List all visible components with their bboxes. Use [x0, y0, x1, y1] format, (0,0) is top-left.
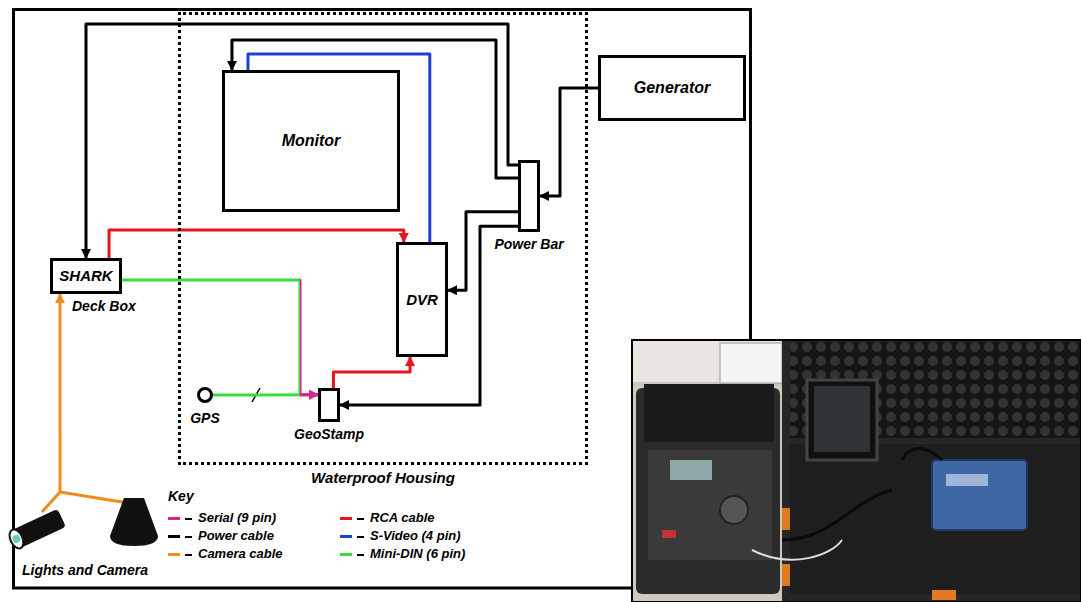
- legend-item: Camera cable: [168, 546, 283, 563]
- part-label: GeoStamp: [294, 426, 364, 442]
- legend-heading: Key: [168, 488, 194, 504]
- legend-item: RCA cable: [340, 510, 435, 527]
- legend-text: Serial (9 pin): [198, 511, 276, 526]
- part-label: Power Bar: [494, 236, 563, 252]
- housing-label: Waterproof Housing: [311, 469, 455, 486]
- light-symbol: [7, 509, 66, 551]
- legend-text: S-Video (4 pin): [370, 529, 461, 544]
- part-label: Deck Box: [72, 298, 136, 314]
- box-label: Generator: [634, 79, 710, 97]
- mini-din-cable: [122, 280, 318, 395]
- box-label: DVR: [406, 291, 438, 308]
- legend-item: S-Video (4 pin): [340, 528, 461, 545]
- legend-swatch: [168, 553, 180, 556]
- equipment-photo: [632, 340, 1081, 602]
- power-cable: [340, 226, 518, 405]
- mini-din-cable: [213, 393, 318, 396]
- monitor-box: Monitor: [222, 70, 400, 212]
- gps-circle: [199, 389, 212, 402]
- photo-cable: [752, 540, 842, 560]
- legend-item: Mini-DIN (6 pin): [340, 546, 465, 563]
- legend-dash: [357, 536, 364, 538]
- box-label: Monitor: [282, 132, 341, 150]
- legend-item: Serial (9 pin): [168, 510, 276, 527]
- light-lens-inner: [11, 534, 22, 545]
- photo-table: [632, 340, 1081, 602]
- legend-swatch: [340, 535, 352, 538]
- photo-latch: [782, 508, 790, 530]
- photo-monitor: [807, 380, 877, 460]
- geostamp-box: GeoStamp: [318, 388, 340, 422]
- photo-screen: [814, 386, 870, 452]
- photo-switch: [662, 530, 676, 538]
- legend-text: Power cable: [198, 529, 274, 544]
- gps-circle: [197, 387, 213, 403]
- box-label: SHARK: [59, 267, 112, 284]
- photo-deck-lid: [644, 384, 774, 442]
- photo-border: [632, 340, 1081, 602]
- camera-cable-branch: [42, 480, 128, 512]
- camera-symbol: [110, 498, 158, 546]
- legend-dash: [185, 554, 192, 556]
- light-lens: [7, 527, 26, 550]
- lights-camera: Lights and Camera: [20, 480, 160, 580]
- photo-latch: [932, 590, 956, 600]
- part-label: Lights and Camera: [22, 562, 148, 578]
- legend-dash: [185, 518, 192, 520]
- legend-text: RCA cable: [370, 511, 435, 526]
- legend-item: Power cable: [168, 528, 274, 545]
- photo-panel: [648, 450, 772, 560]
- photo-knob: [720, 496, 748, 524]
- legend-swatch: [340, 517, 352, 520]
- legend-swatch: [168, 517, 180, 520]
- photo-cable: [782, 448, 942, 540]
- legend-dash: [357, 554, 364, 556]
- legend-text: Camera cable: [198, 547, 283, 562]
- photo-display: [670, 460, 712, 480]
- dvr-box: DVR: [396, 242, 448, 357]
- generator-box: Generator: [598, 55, 746, 121]
- part-label: GPS: [190, 410, 220, 426]
- housing-region: Waterproof HousingMonitorDVRPower BarGPS…: [178, 12, 588, 465]
- camera-cable: [59, 294, 62, 480]
- legend-dash: [357, 518, 364, 520]
- rca-cable: [333, 357, 410, 388]
- legend-swatch: [340, 553, 352, 556]
- rca-cable: [109, 230, 404, 258]
- deck-box: SHARKDeck Box: [50, 258, 122, 294]
- power-cable: [86, 24, 518, 258]
- photo-box: [720, 343, 782, 383]
- legend-text: Mini-DIN (6 pin): [370, 547, 465, 562]
- power-cable: [540, 88, 598, 196]
- legend-dash: [185, 536, 192, 538]
- power-bar: Power Bar: [518, 160, 540, 232]
- photo-dvr: [932, 460, 1027, 530]
- photo-latch: [782, 564, 790, 586]
- photo-case-base: [790, 444, 1081, 594]
- photo-dvr-display: [946, 474, 988, 486]
- gps-antenna: GPS: [197, 387, 213, 403]
- photo-case: [782, 340, 1081, 602]
- legend-swatch: [168, 535, 180, 538]
